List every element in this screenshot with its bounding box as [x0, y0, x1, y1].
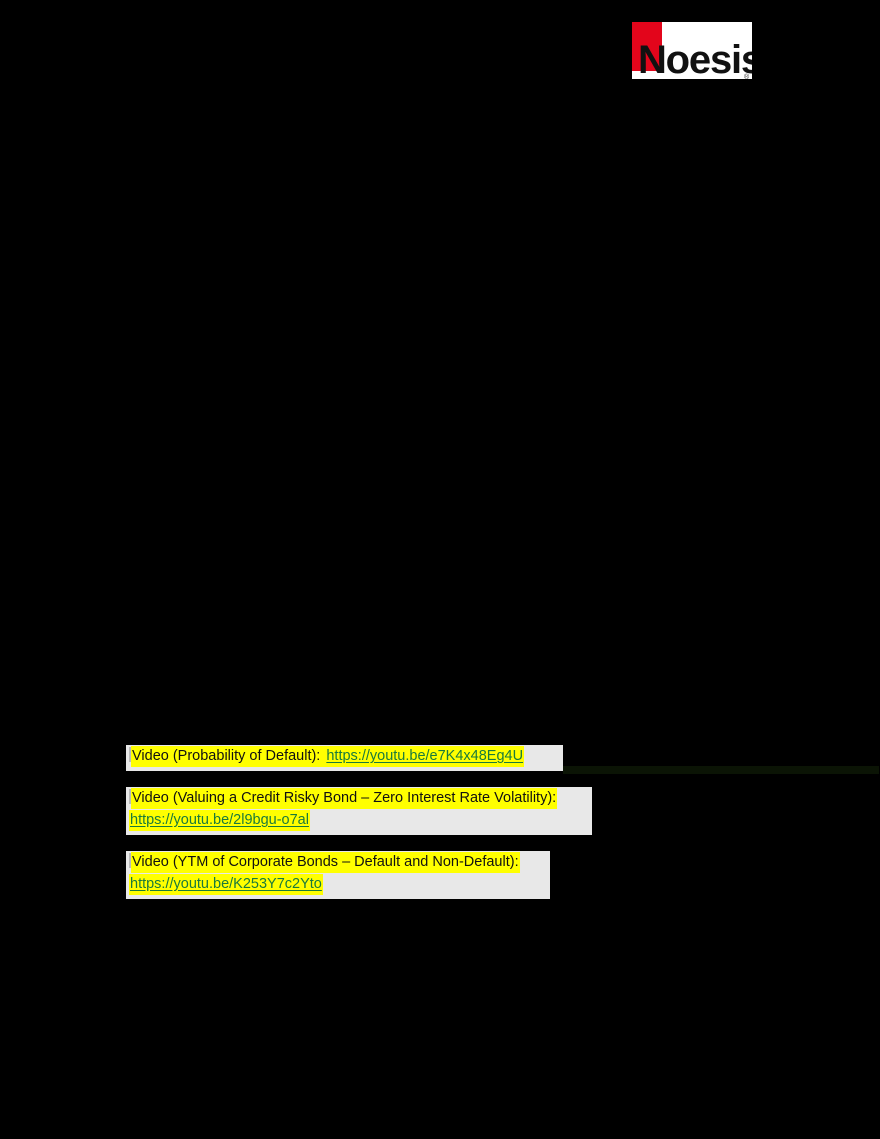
video-url-line: https://youtu.be/K253Y7c2Yto	[126, 873, 550, 895]
video-link-line: Video (Probability of Default): https://…	[126, 745, 563, 767]
text-caret	[129, 789, 131, 804]
text-caret	[129, 747, 131, 762]
video-link-block-1: Video (Probability of Default): https://…	[126, 745, 563, 771]
text-caret	[129, 853, 131, 868]
video-url-3[interactable]: https://youtu.be/K253Y7c2Yto	[129, 874, 323, 895]
video-url-1[interactable]: https://youtu.be/e7K4x48Eg4U	[325, 746, 525, 767]
video-label-line: Video (Valuing a Credit Risky Bond – Zer…	[126, 787, 592, 809]
video-url-2[interactable]: https://youtu.be/2l9bgu-o7al	[129, 810, 310, 831]
noesis-logo: Noesis ®	[632, 22, 752, 79]
logo-wordmark: Noesis	[638, 38, 752, 79]
video-label-3: Video (YTM of Corporate Bonds – Default …	[131, 852, 520, 873]
video-label-1: Video (Probability of Default):	[131, 746, 326, 767]
video-link-block-2: Video (Valuing a Credit Risky Bond – Zer…	[126, 787, 592, 835]
video-url-line: https://youtu.be/2l9bgu-o7al	[126, 809, 592, 831]
video-label-line: Video (YTM of Corporate Bonds – Default …	[126, 851, 550, 873]
residual-stripe	[563, 766, 879, 774]
registered-trademark-icon: ®	[744, 74, 750, 79]
video-label-2: Video (Valuing a Credit Risky Bond – Zer…	[131, 788, 558, 809]
video-link-block-3: Video (YTM of Corporate Bonds – Default …	[126, 851, 550, 899]
logo-red-bar-icon	[632, 22, 662, 71]
